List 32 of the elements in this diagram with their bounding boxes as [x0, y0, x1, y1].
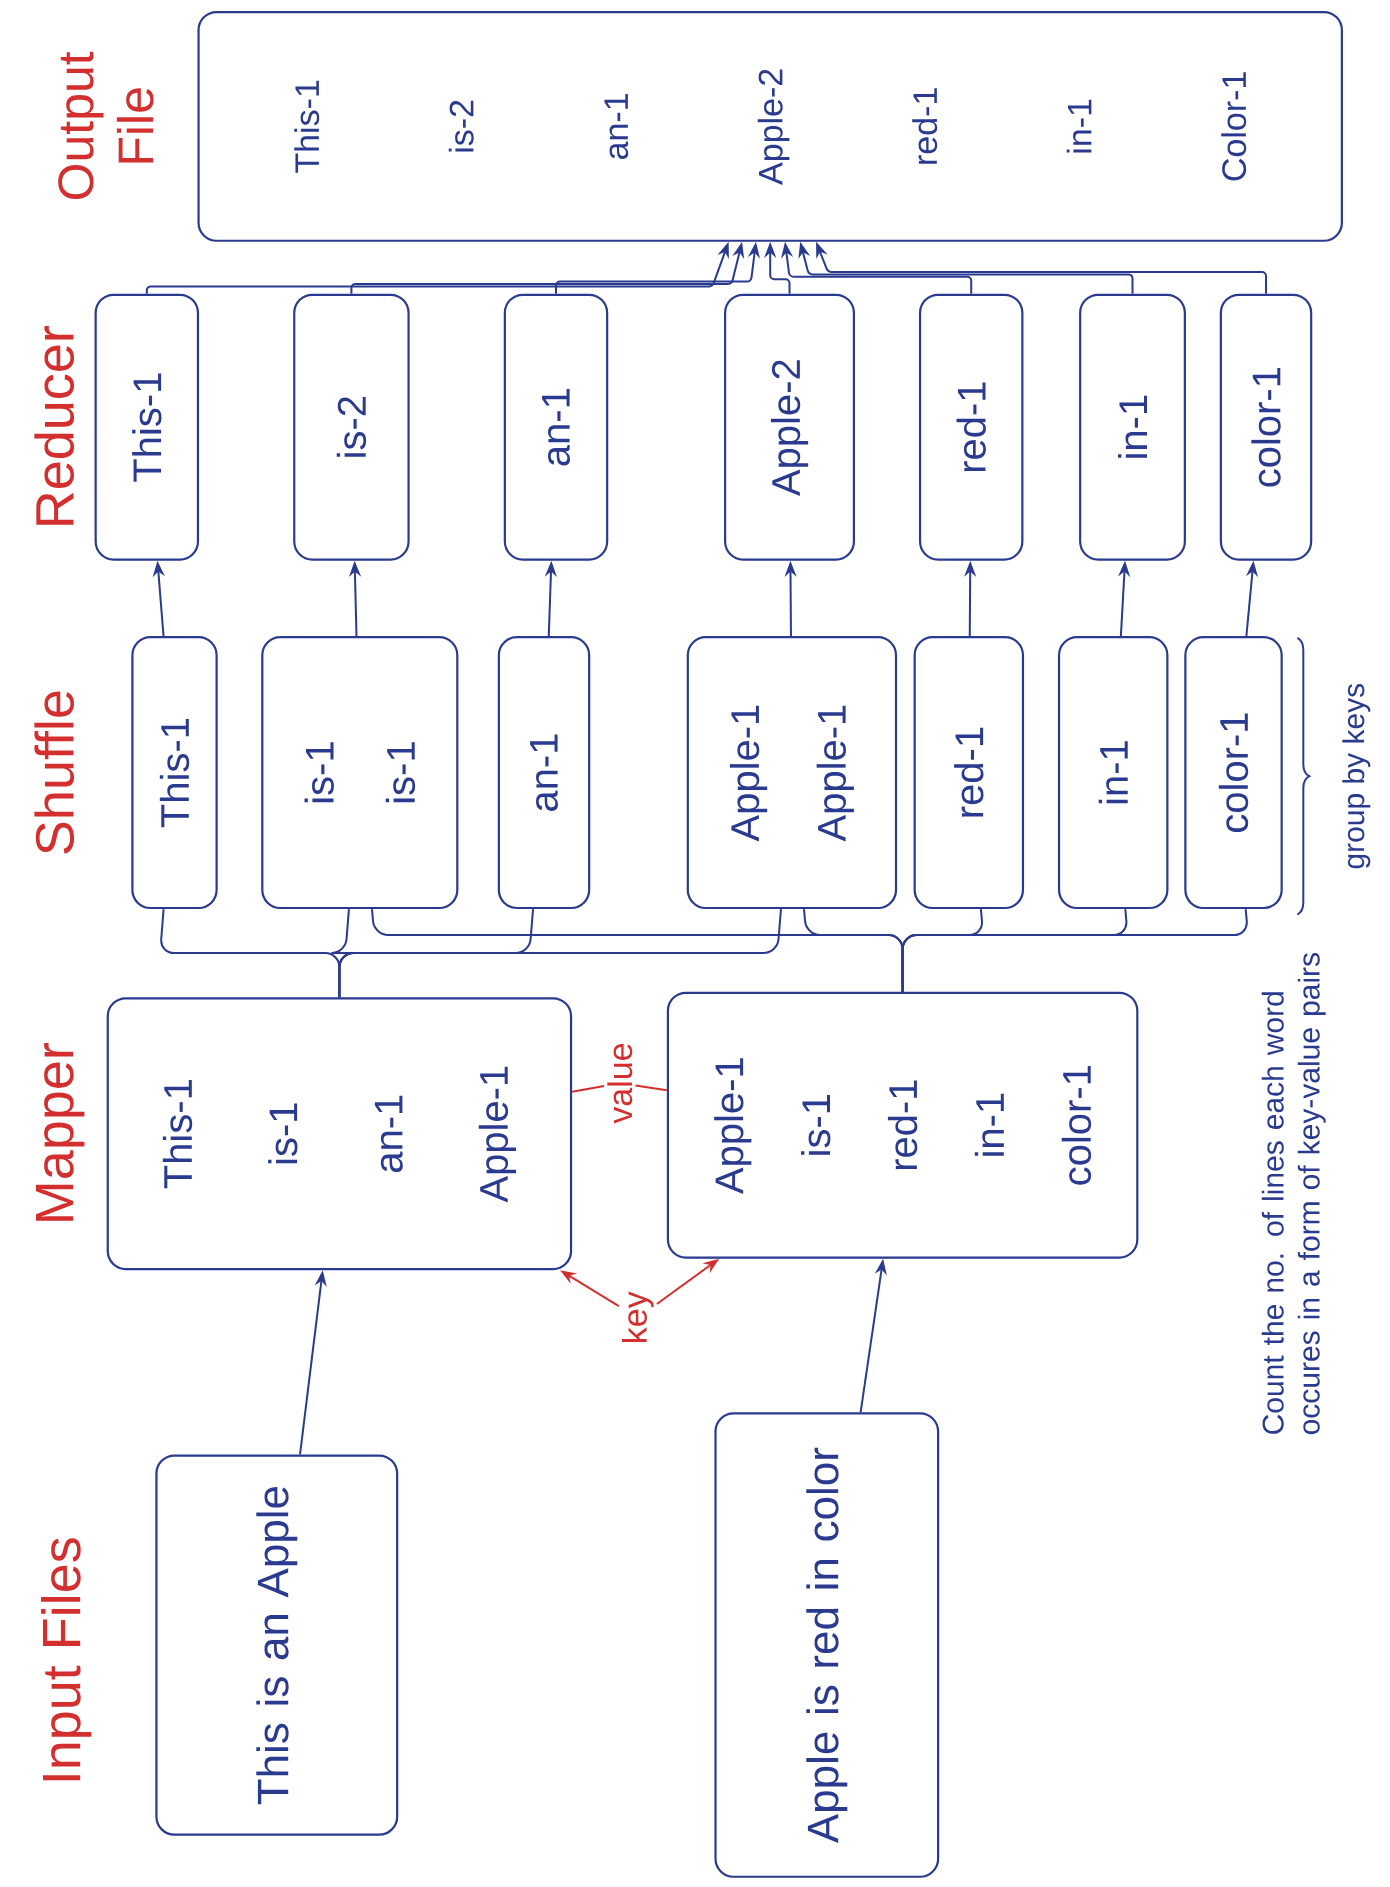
- note-text: Count the no. of lines each word occures in a form of key-value pairs: [1261, 953, 1326, 1435]
- reducer-box: This-1: [94, 293, 200, 561]
- reducer-box: is-2: [293, 293, 410, 561]
- input-file-box: Apple is red in color: [714, 1412, 940, 1878]
- column-heading: Output File: [58, 51, 154, 200]
- reducer-box: in-1: [1079, 293, 1186, 561]
- reducer-box: Apple-2: [724, 293, 855, 561]
- bracket-label: group by keys: [1342, 683, 1371, 869]
- output-file-box: This-1 is-2 an-1 Apple-2 red-1 in-1 Color-1: [197, 10, 1343, 242]
- connector-line: [901, 908, 1248, 993]
- column-heading: Mapper: [36, 1043, 85, 1221]
- annotation-label: value: [607, 1044, 633, 1124]
- leader-line: [634, 1084, 668, 1092]
- column-heading: Input Files: [41, 1538, 92, 1781]
- column-heading: Reducer: [34, 326, 75, 525]
- shuffle-box: is-1 is-1: [261, 636, 459, 910]
- input-file-box: This is an Apple: [155, 1454, 399, 1836]
- shuffle-box: an-1: [497, 636, 591, 910]
- reducer-box: color-1: [1219, 293, 1313, 561]
- shuffle-box: color-1: [1184, 636, 1283, 910]
- mapper-box: This-1 is-1 an-1 Apple-1: [106, 997, 573, 1271]
- leader-line: [571, 1084, 606, 1093]
- annotation-label: key: [621, 1291, 654, 1342]
- connector-line: [338, 908, 782, 999]
- reducer-box: red-1: [918, 293, 1024, 561]
- column-heading: Shuffle: [34, 691, 75, 854]
- shuffle-box: Apple-1 Apple-1: [686, 636, 898, 910]
- shuffle-box: This-1: [131, 636, 218, 910]
- mapper-box: Apple-1 is-1 red-1 in-1 color-1: [666, 991, 1139, 1259]
- reducer-box: an-1: [503, 293, 609, 561]
- shuffle-box: in-1: [1057, 636, 1169, 910]
- shuffle-box: red-1: [913, 636, 1025, 910]
